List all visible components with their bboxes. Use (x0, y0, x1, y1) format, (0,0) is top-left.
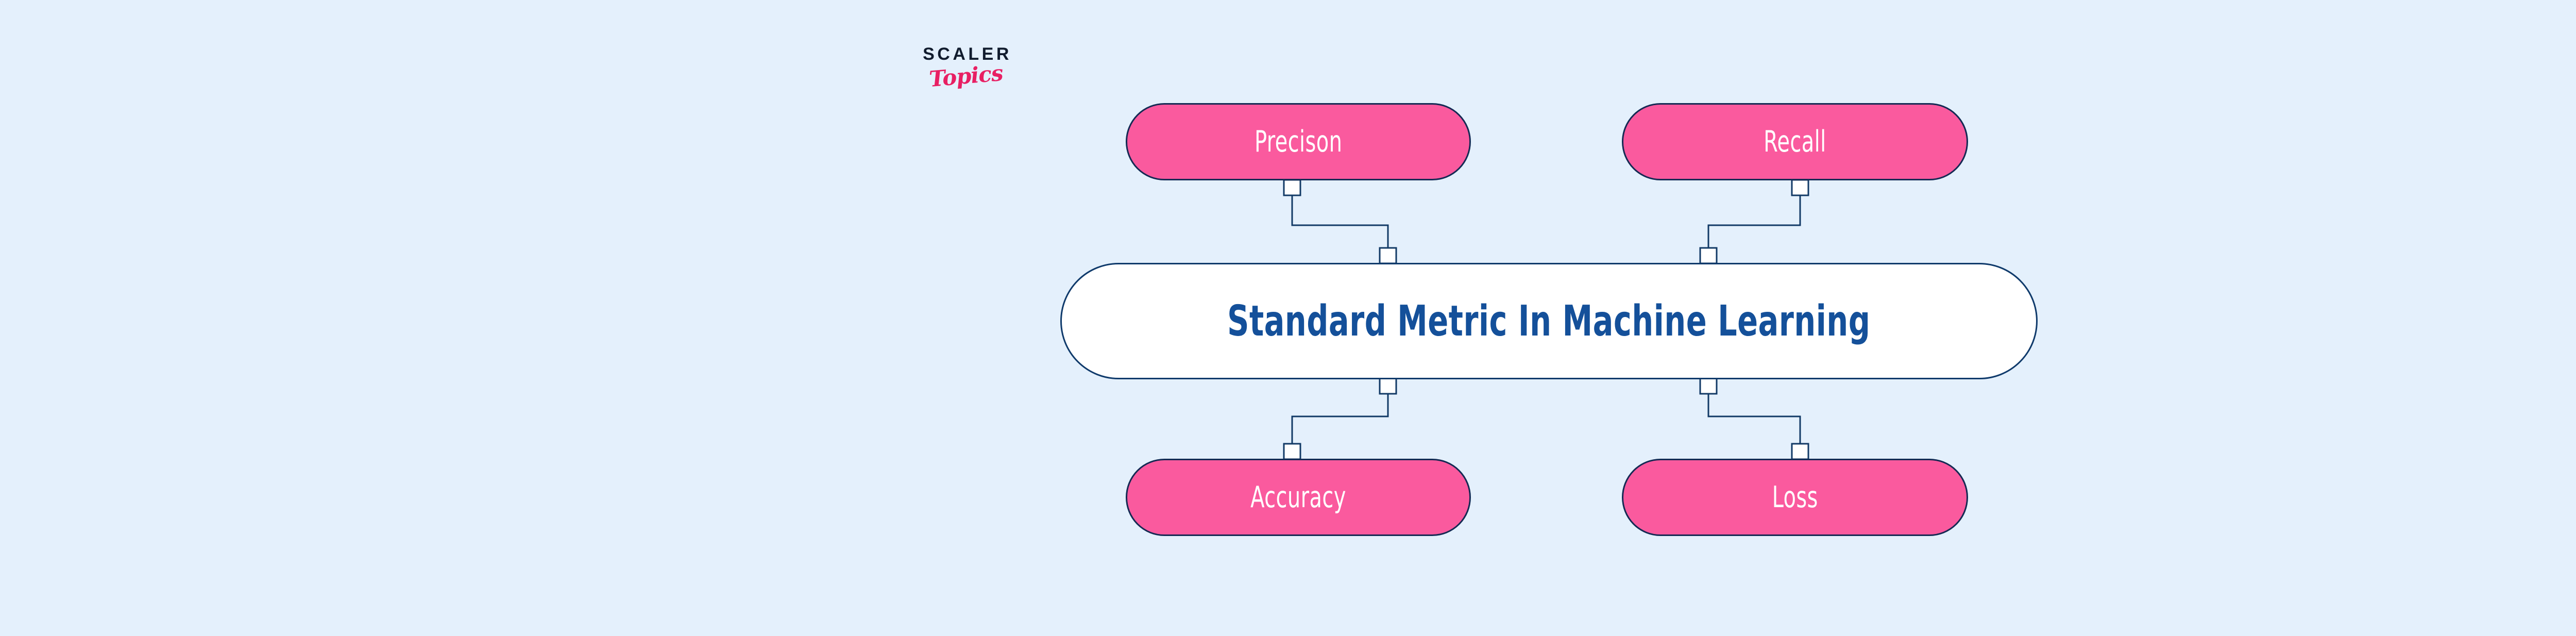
node-recall[interactable]: Recall (1622, 103, 1968, 180)
edge-anchor-center-bottom-right (1699, 377, 1718, 395)
edge-center-to-accuracy (1283, 377, 1397, 462)
edge-anchor-center-bottom-left (1379, 377, 1397, 395)
edge-anchor-center-top-right (1699, 247, 1718, 264)
node-recall-label: Recall (1764, 125, 1826, 159)
edge-recall-to-center (1699, 179, 1809, 264)
edge-anchor-recall (1791, 179, 1809, 196)
node-accuracy[interactable]: Accuracy (1126, 459, 1471, 536)
node-accuracy-label: Accuracy (1250, 480, 1346, 514)
node-center-hub[interactable]: Standard Metric In Machine Learning (1060, 263, 2038, 379)
node-precision[interactable]: Precison (1126, 103, 1471, 180)
edge-anchor-accuracy (1283, 443, 1301, 460)
edge-anchor-precision (1283, 179, 1301, 196)
edge-anchor-center-top-left (1379, 247, 1397, 264)
logo-wordmark: SCALER (923, 44, 1012, 64)
scaler-topics-logo: SCALER Topics (894, 45, 1038, 102)
node-loss[interactable]: Loss (1622, 459, 1968, 536)
edge-anchor-loss (1791, 443, 1809, 460)
node-center-label: Standard Metric In Machine Learning (1227, 296, 1871, 346)
node-loss-label: Loss (1772, 480, 1818, 514)
logo-script-topics: Topics (928, 60, 1004, 92)
node-precision-label: Precison (1254, 125, 1343, 159)
edge-precision-to-center (1283, 179, 1397, 264)
edge-center-to-loss (1699, 377, 1809, 462)
